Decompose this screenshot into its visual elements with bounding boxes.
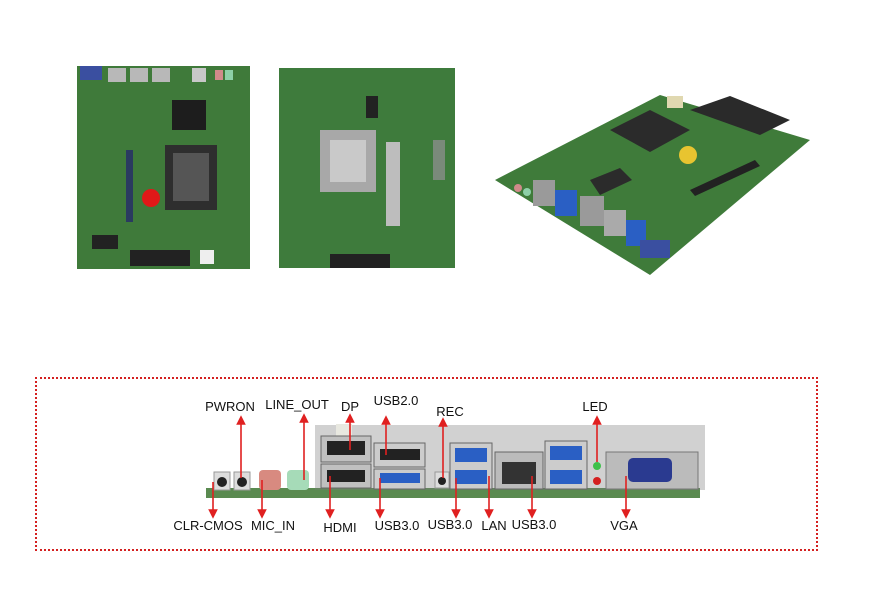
io-callout-frame xyxy=(35,377,818,551)
label-mic-in: MIC_IN xyxy=(250,518,296,533)
label-hdmi: HDMI xyxy=(323,520,357,535)
label-usb2: USB2.0 xyxy=(373,393,419,408)
label-dp: DP xyxy=(340,399,360,414)
callout-arrows xyxy=(208,413,631,519)
label-usb3-1: USB3.0 xyxy=(374,518,420,533)
motherboard-bottom-view-photo xyxy=(279,68,455,268)
label-rec: REC xyxy=(436,404,464,419)
label-lan: LAN xyxy=(481,518,507,533)
label-vga: VGA xyxy=(610,518,638,533)
motherboard-top-view-photo xyxy=(77,66,250,269)
label-usb3-3: USB3.0 xyxy=(511,517,557,532)
label-line-out: LINE_OUT xyxy=(265,397,329,412)
motherboard-angled-view-photo xyxy=(495,95,810,275)
label-led: LED xyxy=(582,399,608,414)
label-clr-cmos: CLR-CMOS xyxy=(173,518,243,533)
io-panel-photo xyxy=(206,424,705,498)
label-usb3-2: USB3.0 xyxy=(427,517,473,532)
label-pwron: PWRON xyxy=(205,399,255,414)
